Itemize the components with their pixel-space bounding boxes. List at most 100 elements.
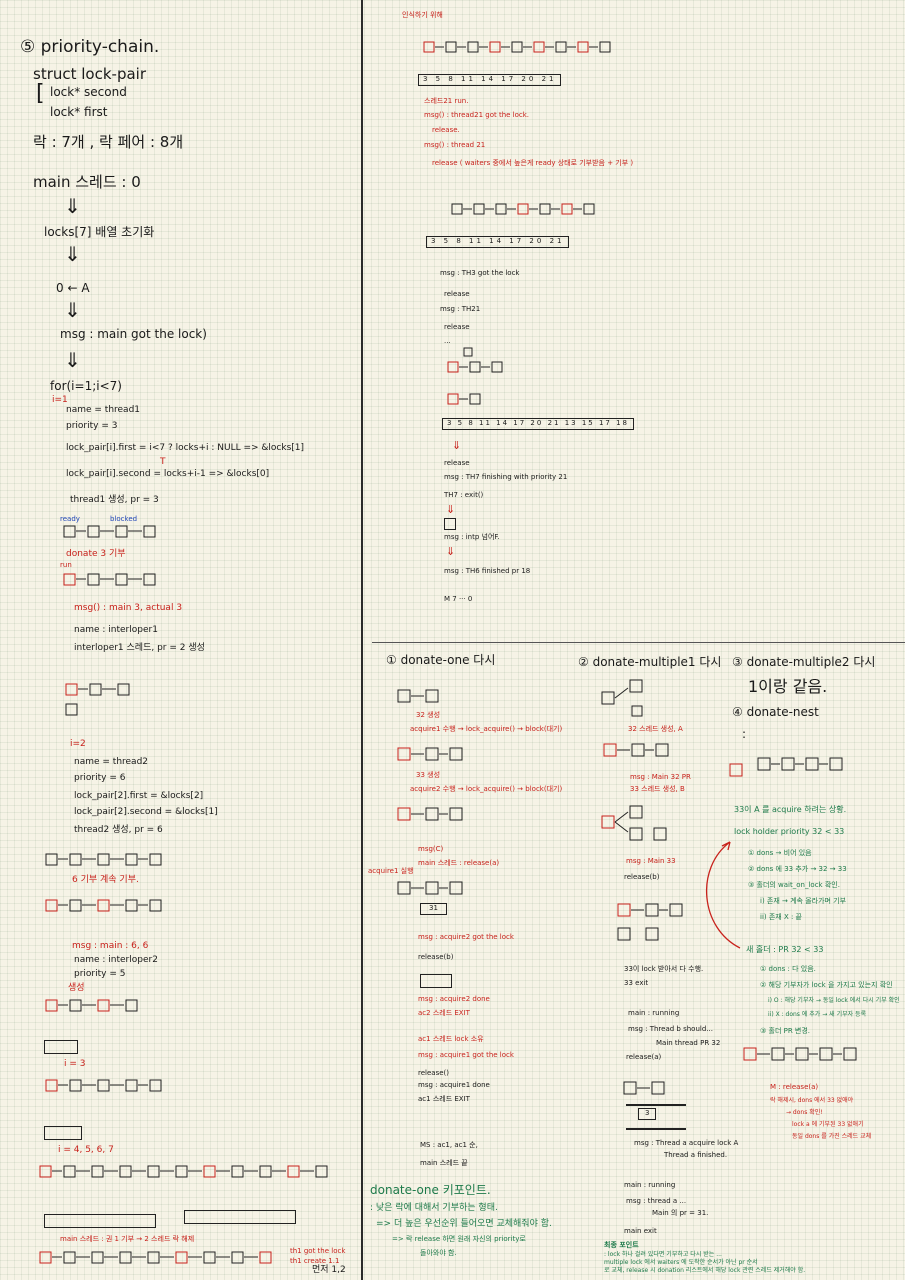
i1-name: name = thread1 — [66, 405, 141, 415]
msg-main-text: msg : main got the lock) — [60, 327, 207, 341]
i2-msg: msg : main : 6, 6 — [72, 941, 149, 951]
i2-interloper: name : interloper2 — [74, 955, 158, 965]
dm-thread-a: msg : Thread a acquire lock A — [634, 1139, 739, 1147]
nest-d1: ① dons : 다 있음. — [760, 965, 816, 973]
thread21-run: 스레드21 run. — [424, 97, 469, 105]
i1-priority: priority = 3 — [66, 421, 118, 431]
i2-gen: 생성 — [68, 983, 85, 993]
do-box31: 31 — [420, 903, 447, 915]
queue-box — [44, 1214, 156, 1228]
down-arrow-icon: ⇓ — [64, 348, 81, 372]
dm-box3: 3 — [638, 1108, 657, 1120]
nest-acq-note: 33이 A 를 acquire 하려는 상황. — [734, 805, 847, 814]
ready-label: ready — [60, 515, 80, 523]
dots: ... — [444, 337, 451, 345]
loop-arrow — [705, 841, 741, 949]
nest-holder: lock holder priority 32 < 33 — [734, 827, 845, 836]
chain-diagram — [39, 1251, 272, 1264]
i2-interloper-prio: priority = 5 — [74, 969, 126, 979]
dm-thread-a2: msg : thread a ... — [626, 1197, 687, 1205]
dm-header: ② donate-multiple1 다시 — [578, 655, 722, 669]
chain-diagram — [63, 573, 156, 586]
chain-diagram — [45, 899, 162, 912]
for-loop-text: for(i=1;i<7) — [50, 379, 122, 393]
nest-d2: ② 해당 기부자가 lock 을 가지고 있는지 확인 — [760, 981, 893, 989]
nest-d2ii: ii) X : dons 에 추가 → 새 기부자 등록 — [768, 1011, 867, 1018]
nest-header: ④ donate-nest — [732, 705, 819, 719]
bracket-glyph: [ — [36, 81, 45, 106]
do-step2b: acquire2 수행 → lock_acquire() → block(대기) — [410, 785, 563, 793]
i-rest-label: i = 4, 5, 6, 7 — [58, 1145, 114, 1155]
dm-release-a: release(a) — [626, 1053, 662, 1061]
do-key4: 돌아와야 함. — [420, 1249, 457, 1257]
down-arrow-icon: ⇓ — [64, 242, 81, 266]
down-arrow-icon: ⇓ — [446, 503, 456, 516]
dm-final3: 로 교체, release 시 donation 리스트에서 해당 lock 관… — [604, 1267, 806, 1274]
chain-diagram — [623, 1081, 665, 1095]
i1-msg: msg() : main 3, actual 3 — [74, 603, 183, 613]
down-arrow-icon: ⇓ — [64, 194, 81, 218]
queue-box — [44, 1040, 78, 1054]
dm-thread-b: msg : Thread b should... — [628, 1025, 713, 1033]
queue-box — [184, 1210, 296, 1224]
chain-diagram — [63, 525, 156, 538]
counts-text: 락 : 7개 , 락 페어 : 8개 — [33, 133, 184, 151]
do-key3: => 락 release 하면 원래 자신의 priority로 — [392, 1235, 526, 1243]
chain-diagram — [601, 679, 643, 717]
chain-diagram — [39, 1165, 328, 1178]
dm-main32: msg : Main 32 PR — [630, 773, 691, 781]
struct-field-first: lock* first — [50, 105, 108, 119]
queue-sequence: 3 5 8 11 14 17 20 21 — [418, 74, 562, 86]
msg-th6: msg : TH6 finished pr 18 — [444, 567, 531, 575]
do-ac2-exit: ac2 스레드 EXIT — [418, 1009, 470, 1017]
i3-label: i = 3 — [64, 1059, 86, 1069]
chain-diagram — [447, 393, 481, 405]
do-main-release: main 스레드 : release(a) — [418, 859, 500, 867]
do-ms-a: MS : ac1, ac1 순, — [420, 1141, 478, 1149]
dm-main-exit: main exit — [624, 1227, 657, 1235]
queue-box — [44, 1126, 82, 1140]
nest-colon: : — [742, 727, 747, 741]
dm-main-pr31: Main 의 pr = 31. — [652, 1209, 709, 1217]
i1-interloper-create: interloper1 스레드, pr = 2 생성 — [74, 643, 205, 653]
chain-diagram — [45, 999, 138, 1012]
queue-sequence: 3 5 8 11 14 17 20 21 13 15 17 18 — [442, 418, 635, 430]
msg-t21: msg() : thread 21 — [424, 141, 486, 149]
queue-sequence: 3 5 8 11 14 17 20 21 — [426, 236, 570, 248]
divider-line — [626, 1104, 686, 1106]
dm-exit33: 33 exit — [624, 979, 649, 987]
i2-second: lock_pair[2].second = &locks[1] — [74, 807, 218, 817]
i2-label: i=2 — [70, 739, 86, 749]
down-arrow-icon: ⇓ — [446, 545, 456, 558]
nest-d2i: i) O : 해당 기부자 → 동일 lock 에서 다시 기부 확인 — [768, 997, 900, 1004]
do-key2: => 더 높은 우선순위 들어오면 교체해줘야 함. — [376, 1219, 552, 1229]
nest-c3: ③ 홀더의 wait_on_lock 확인. — [748, 881, 840, 889]
struct-name: struct lock-pair — [33, 65, 147, 83]
nest-m-check: → dons 확인! — [786, 1109, 823, 1116]
bottom-got: th1 got the lock — [290, 1247, 346, 1255]
nest-c1: ① dons → 비어 있음 — [748, 849, 812, 857]
main-lock-diagram: 0 ← A — [56, 281, 90, 295]
dm-main-running2: main : running — [624, 1181, 676, 1189]
dm2-header: ③ donate-multiple2 다시 — [732, 655, 876, 669]
i2-donate: 6 기부 계속 기부. — [72, 875, 139, 885]
msg-intp: msg : intp 넘어F. — [444, 533, 500, 541]
th7-exit: TH7 : exit() — [444, 491, 484, 499]
i1-first: lock_pair[i].first = i<7 ? locks+i : NUL… — [66, 443, 305, 453]
nest-c3ii: ii) 존재 X : 끝 — [760, 913, 802, 921]
nest-m-check2: lock a 에 기부된 33 없애기 — [792, 1121, 864, 1128]
i1-label: i=1 — [52, 395, 68, 405]
bottom-note: 먼저 1,2 — [312, 1265, 346, 1275]
run-label: run — [60, 561, 72, 569]
main-thread-text: main 스레드 : 0 — [33, 173, 141, 191]
do-step1b: acquire1 수행 → lock_acquire() → block(대기) — [410, 725, 563, 733]
dm-main-running: main : running — [628, 1009, 680, 1017]
chain-diagram — [423, 41, 611, 53]
section-divider — [372, 642, 905, 643]
release-1: release. — [432, 126, 460, 134]
do-step1: 32 생성 — [416, 711, 441, 719]
i2-create: thread2 생성, pr = 6 — [74, 825, 163, 835]
dm-thread-a-finish: Thread a finished. — [664, 1151, 728, 1159]
chain-diagram — [65, 683, 130, 716]
nest-m-release2: 락 해제시, dons 에서 33 없애야 — [770, 1097, 854, 1104]
